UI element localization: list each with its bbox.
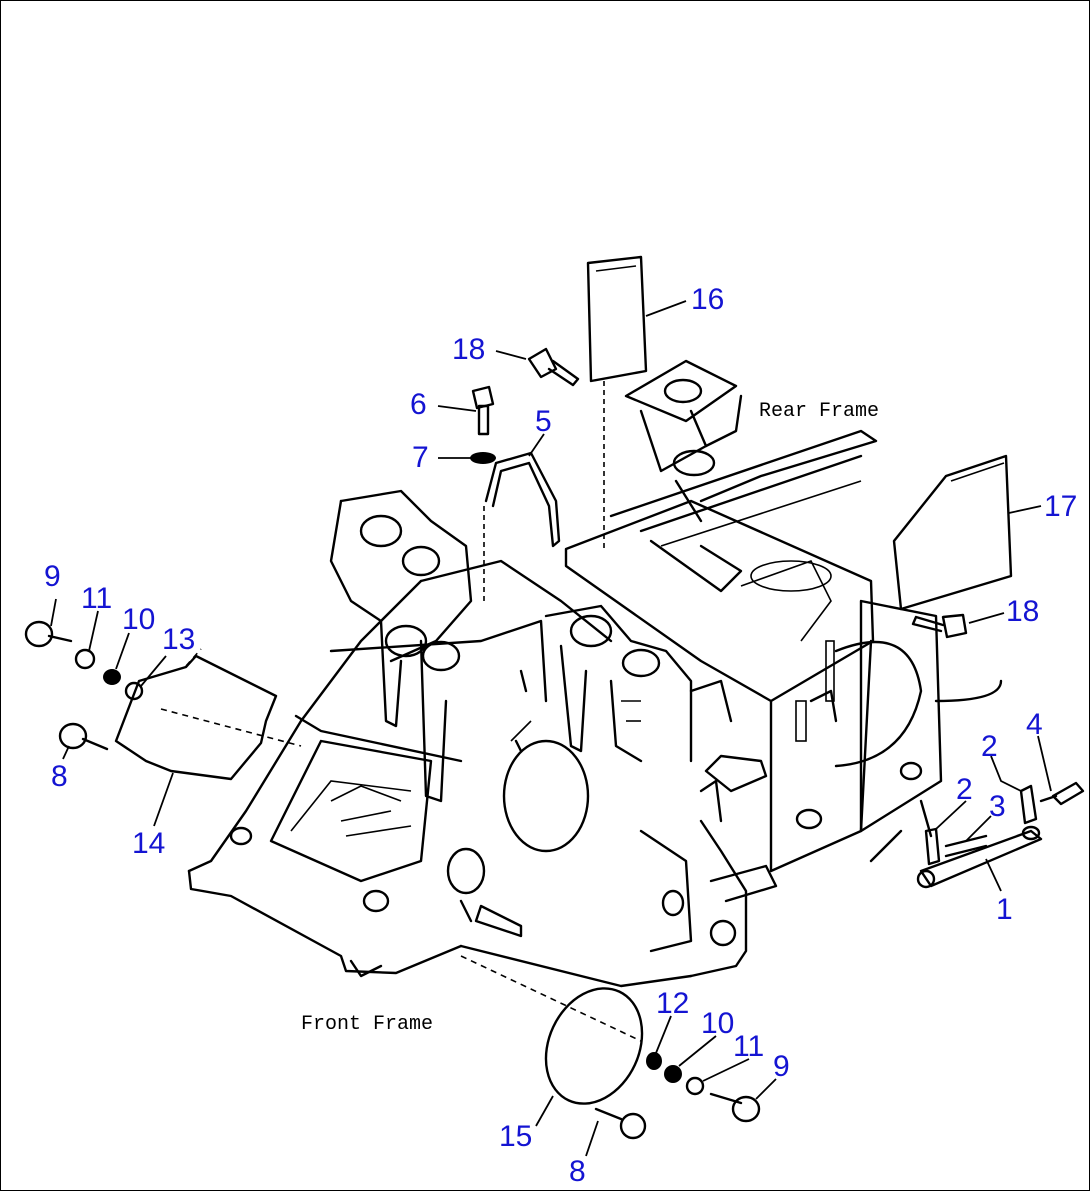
callout-9-lower: 9	[773, 1050, 790, 1083]
callout-11-lower: 11	[733, 1030, 764, 1063]
callout-10-lower: 10	[701, 1007, 734, 1040]
rear-frame-drawing	[564, 359, 1003, 903]
callout-14: 14	[132, 827, 165, 860]
part-14-cover	[114, 648, 302, 781]
callout-9-left: 9	[44, 560, 61, 593]
callout-11-left: 11	[81, 582, 112, 615]
rear-frame-label: Rear Frame	[759, 400, 879, 423]
callout-13: 13	[162, 623, 195, 656]
leader-lines	[50, 300, 1052, 1157]
callout-3: 3	[989, 790, 1006, 823]
callout-5: 5	[535, 405, 552, 438]
front-frame-drawing	[187, 489, 748, 988]
part-16-cover	[586, 255, 648, 551]
callout-2-upper: 2	[981, 730, 998, 763]
callout-17: 17	[1044, 490, 1077, 523]
part-5-bracket	[483, 451, 561, 601]
part-17-cover	[892, 454, 1013, 611]
callout-7: 7	[412, 441, 429, 474]
callout-1: 1	[996, 893, 1013, 926]
part-15-cover	[460, 955, 644, 1105]
callout-10-left: 10	[122, 603, 155, 636]
front-frame-label: Front Frame	[301, 1013, 433, 1036]
fasteners	[24, 347, 1085, 1140]
callout-8-lower: 8	[569, 1155, 586, 1188]
callout-4: 4	[1026, 708, 1043, 741]
callout-18-right: 18	[1006, 595, 1039, 628]
callout-15: 15	[499, 1120, 532, 1153]
callout-16: 16	[691, 283, 724, 316]
callout-6: 6	[410, 388, 427, 421]
callout-12: 12	[656, 987, 689, 1020]
callout-2-lower: 2	[956, 773, 973, 806]
callout-8-left: 8	[51, 760, 68, 793]
callout-18-upper: 18	[452, 333, 485, 366]
